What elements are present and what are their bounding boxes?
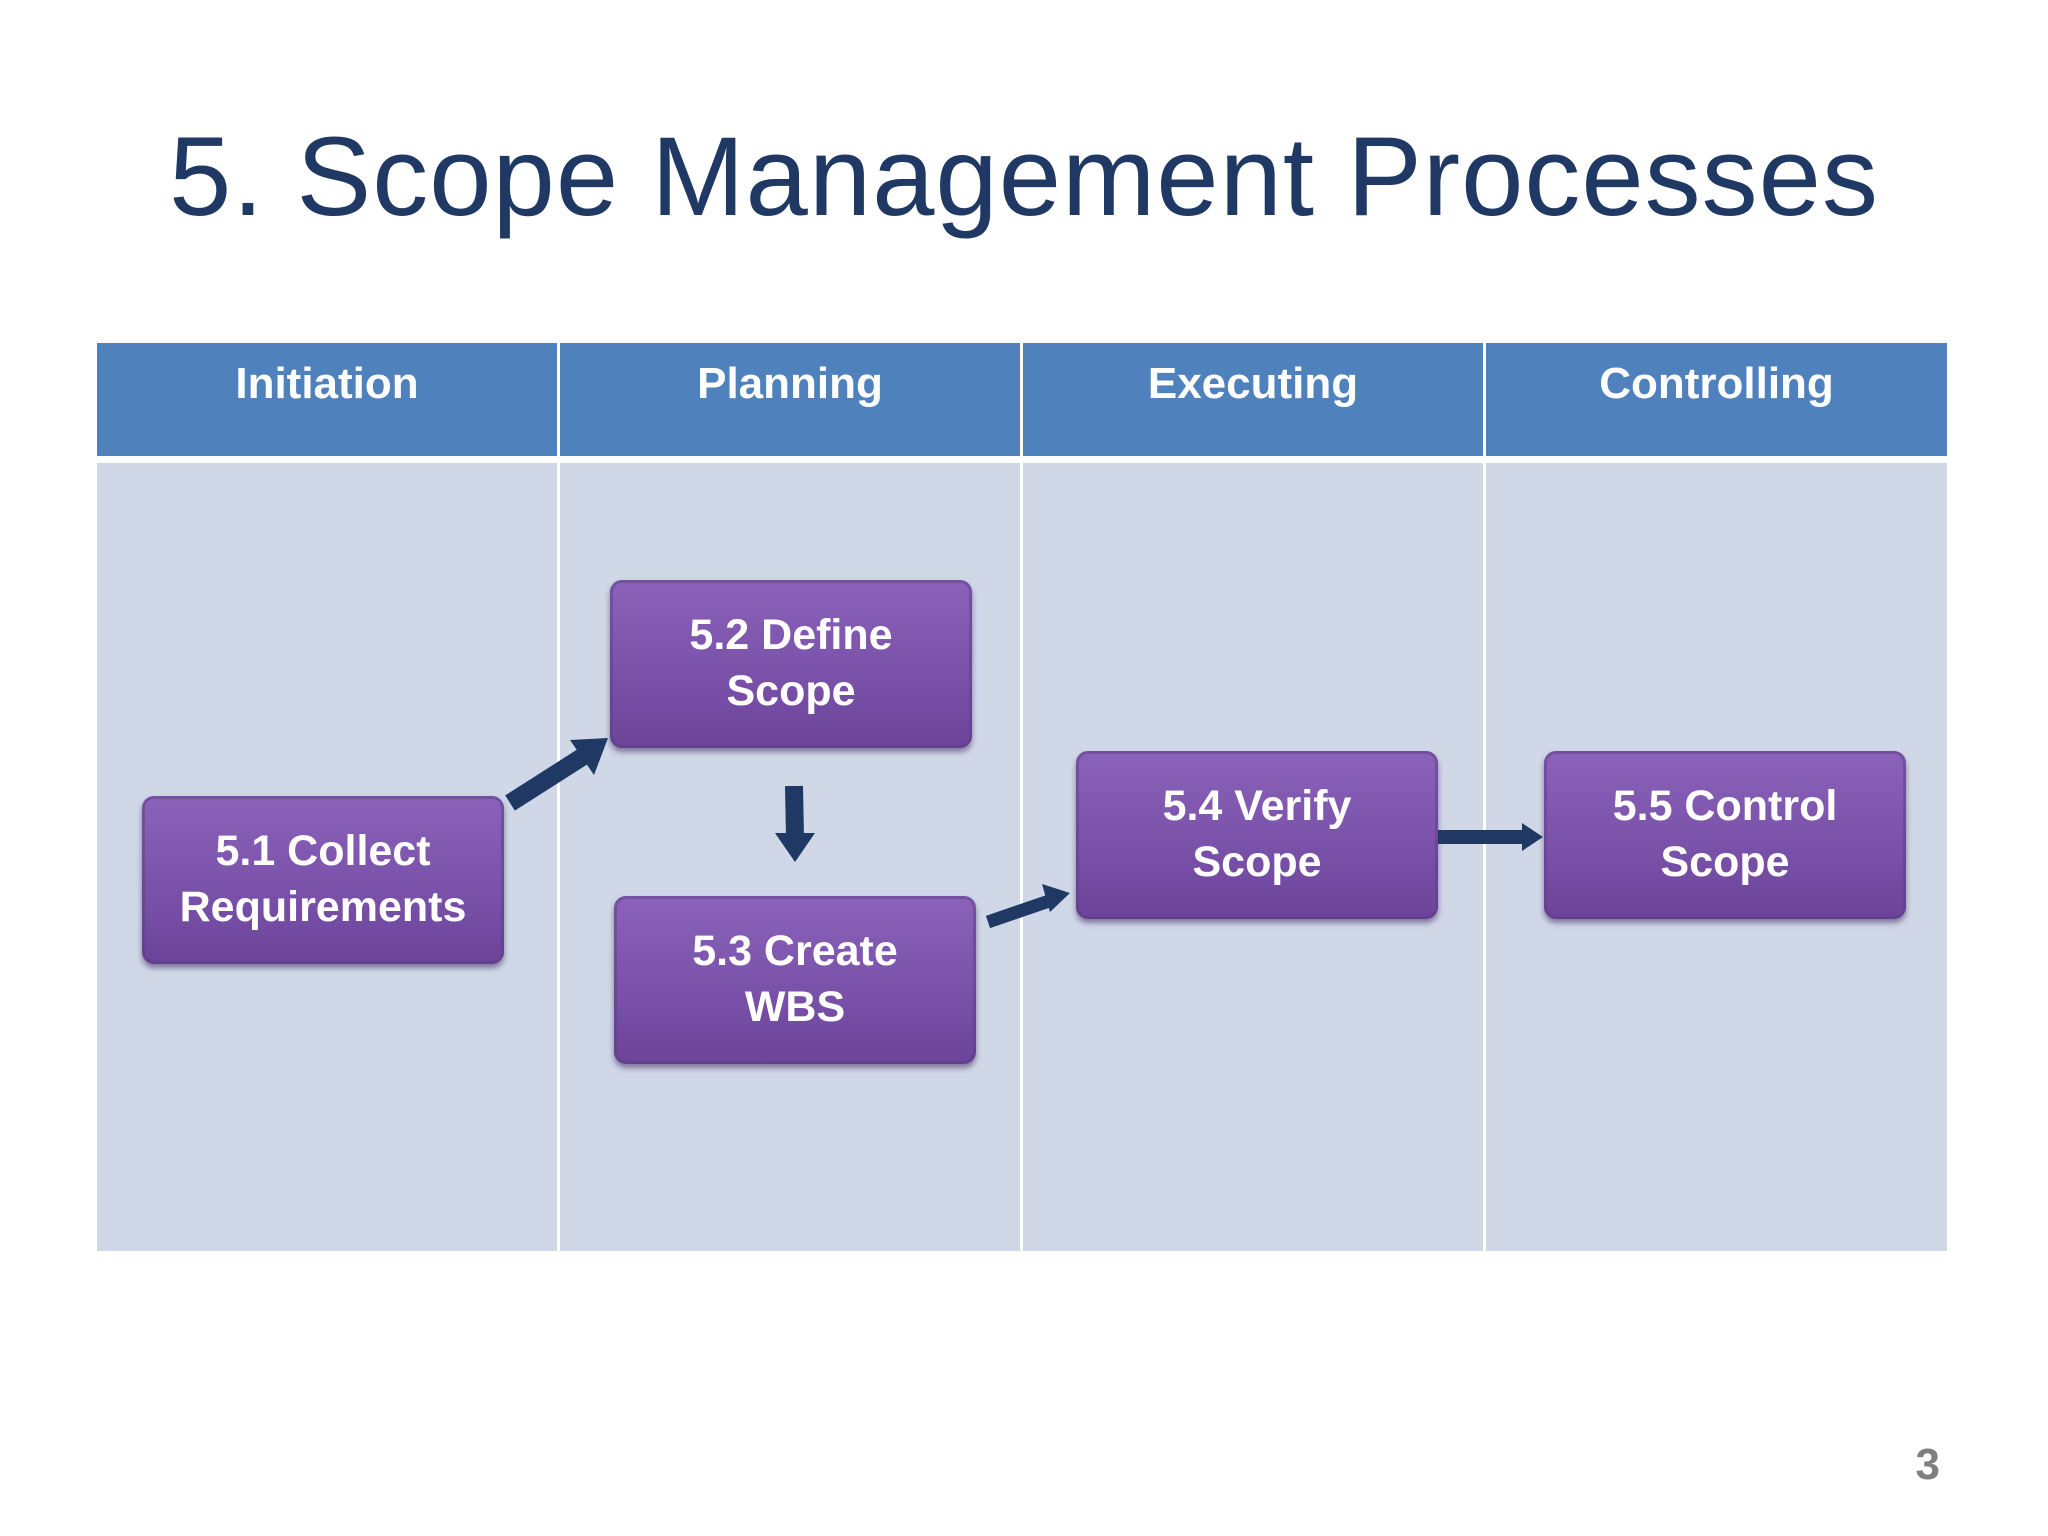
column-header-planning: Planning xyxy=(560,343,1020,456)
column-header-initiation: Initiation xyxy=(97,343,557,456)
slide-title: 5. Scope Management Processes xyxy=(169,114,1879,239)
process-collect-requirements: 5.1 Collect Requirements xyxy=(142,796,504,964)
process-create-wbs: 5.3 Create WBS xyxy=(614,896,976,1064)
process-control-scope: 5.5 Control Scope xyxy=(1544,751,1906,919)
column-planning: Planning xyxy=(560,343,1020,1251)
process-define-scope: 5.2 Define Scope xyxy=(610,580,972,748)
process-verify-scope: 5.4 Verify Scope xyxy=(1076,751,1438,919)
column-header-executing: Executing xyxy=(1023,343,1483,456)
page-number: 3 xyxy=(1915,1440,1940,1489)
column-header-controlling: Controlling xyxy=(1486,343,1947,456)
